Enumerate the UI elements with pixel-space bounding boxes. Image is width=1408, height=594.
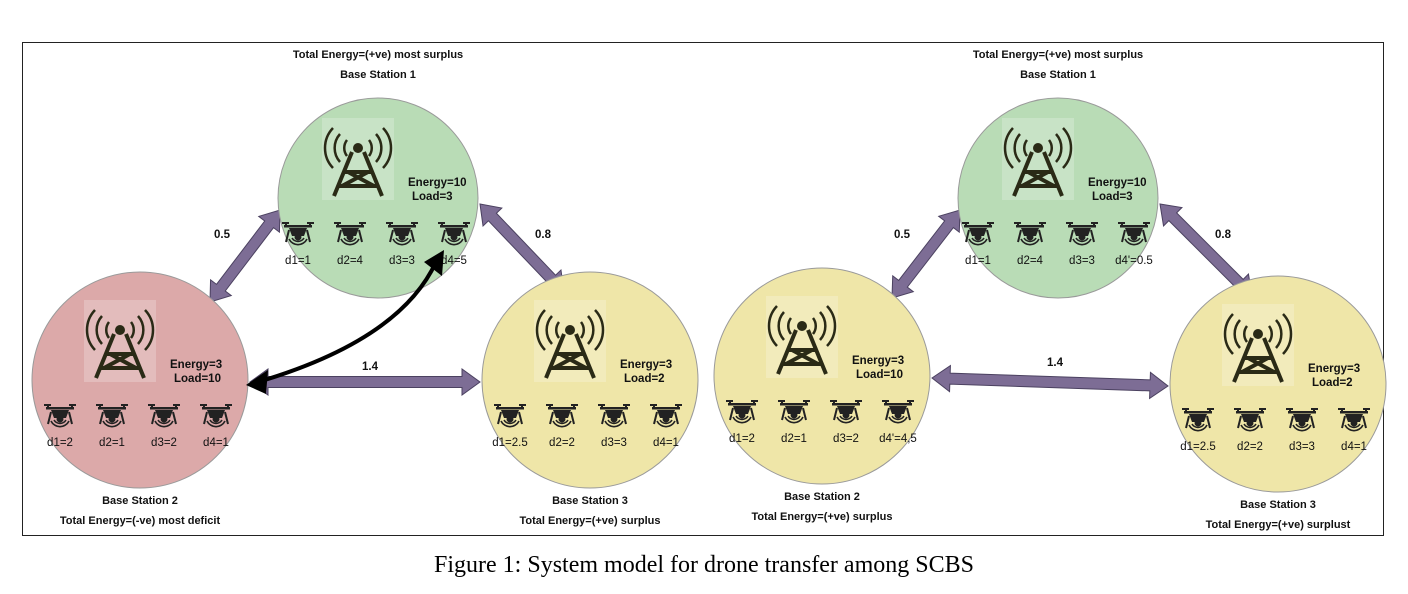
energy-label: Energy=10 <box>1088 177 1147 189</box>
load-label: Load=2 <box>1312 377 1353 389</box>
cell-tower-icon <box>764 294 840 380</box>
energy-label: Energy=10 <box>408 177 467 189</box>
station-energy-status: Total Energy=(-ve) most deficit <box>60 515 221 527</box>
drone-label: d4=1 <box>1341 441 1367 453</box>
energy-label: Energy=3 <box>170 359 222 371</box>
station-energy-status: Total Energy=(+ve) surplus <box>519 515 660 527</box>
drone-label: d3=2 <box>151 437 177 449</box>
energy-label: Energy=3 <box>852 355 904 367</box>
station-energy-status: Total Energy=(+ve) surplust <box>1206 519 1351 531</box>
load-label: Load=10 <box>856 369 903 381</box>
figure-caption: Figure 1: System model for drone transfe… <box>434 552 974 578</box>
cell-tower-icon <box>532 298 608 384</box>
energy-label: Energy=3 <box>1308 363 1360 375</box>
drone-label: d1=1 <box>285 255 311 267</box>
cell-tower-icon <box>82 298 158 384</box>
energy-label: Energy=3 <box>620 359 672 371</box>
drone-label: d3=3 <box>1069 255 1095 267</box>
cell-tower-icon <box>1000 116 1076 202</box>
load-label: Load=3 <box>412 191 453 203</box>
drone-label: d3=3 <box>601 437 627 449</box>
drone-label: d4=1 <box>203 437 229 449</box>
drone-label: d3=2 <box>833 433 859 445</box>
right-link-bs2-bs3 <box>931 364 1169 400</box>
drone-label: d4'=0.5 <box>1115 255 1153 267</box>
drone-label: d1=2.5 <box>492 437 528 449</box>
drone-label: d2=4 <box>337 255 364 267</box>
drone-label: d2=2 <box>549 437 575 449</box>
drone-label: d4=1 <box>653 437 679 449</box>
left-link-bs2-bs3 <box>249 368 481 396</box>
drone-label: d1=2 <box>47 437 73 449</box>
station-energy-status: Total Energy=(+ve) most surplus <box>973 49 1143 61</box>
drone-label: d3=3 <box>389 255 415 267</box>
station-energy-status: Total Energy=(+ve) surplus <box>751 511 892 523</box>
station-title: Base Station 3 <box>1240 499 1316 511</box>
link-weight: 0.5 <box>894 229 911 241</box>
link-weight: 0.8 <box>535 229 552 241</box>
link-weight: 1.4 <box>362 361 379 373</box>
drone-label: d1=2.5 <box>1180 441 1216 453</box>
cell-tower-icon <box>1220 302 1296 388</box>
drone-transfer-arrow <box>246 250 444 394</box>
drone-label: d2=1 <box>781 433 807 445</box>
drone-label: d2=1 <box>99 437 125 449</box>
station-energy-status: Total Energy=(+ve) most surplus <box>293 49 463 61</box>
drone-label: d4'=4,5 <box>879 433 917 445</box>
drone-label: d1=1 <box>965 255 991 267</box>
figure-frame <box>22 42 1384 536</box>
drone-label: d1=2 <box>729 433 755 445</box>
station-title: Base Station 3 <box>552 495 628 507</box>
station-title: Base Station 1 <box>340 69 416 81</box>
load-label: Load=3 <box>1092 191 1133 203</box>
drone-label: d3=3 <box>1289 441 1315 453</box>
load-label: Load=10 <box>174 373 221 385</box>
station-title: Base Station 2 <box>102 495 178 507</box>
right-link-bs1-bs2 <box>891 209 961 299</box>
station-title: Base Station 1 <box>1020 69 1096 81</box>
drone-label: d2=4 <box>1017 255 1044 267</box>
link-weight: 0.8 <box>1215 229 1232 241</box>
link-weight: 0.5 <box>214 229 231 241</box>
drone-label: d4=5 <box>441 255 467 267</box>
right-link-bs1-bs3 <box>1159 203 1253 297</box>
link-weight: 1.4 <box>1047 357 1064 369</box>
drone-label: d2=2 <box>1237 441 1263 453</box>
station-title: Base Station 2 <box>784 491 860 503</box>
cell-tower-icon <box>320 116 396 202</box>
left-link-bs1-bs2 <box>209 209 281 303</box>
load-label: Load=2 <box>624 373 665 385</box>
